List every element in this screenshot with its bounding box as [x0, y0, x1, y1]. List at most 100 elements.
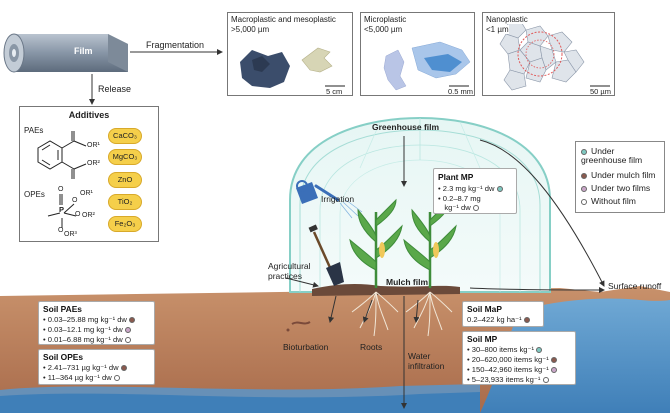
plant-mp-card: Plant MP • 2.3 mg kg⁻¹ dw • 0.2–8.7 mg k…	[433, 168, 517, 214]
plant-mp-row-1: • 2.3 mg kg⁻¹ dw	[438, 184, 507, 193]
pae-group-2: OR²	[87, 160, 100, 167]
legend-item-without-film: Without film	[581, 196, 636, 206]
ope-atom-o3: O	[58, 227, 64, 234]
soil-mp-row-3-text: • 150–42,960 items kg⁻¹	[467, 365, 549, 374]
release-label: Release	[98, 84, 132, 94]
soil-paes-row-2-dot	[124, 327, 131, 333]
soil-paes-card: Soil PAEs • 0.03–25.88 mg kg⁻¹ dw • 0.03…	[38, 301, 155, 345]
soil-mp-card: Soil MP • 30–800 items kg⁻¹ • 20–620,000…	[462, 331, 576, 385]
legend-item-greenhouse: Under greenhouse film	[581, 146, 643, 166]
microplastic-pieces	[383, 41, 471, 91]
bioturbation-label: Bioturbation	[283, 342, 329, 352]
agricultural-practices-label: Agricultural practices	[268, 261, 311, 281]
soil-mp-row-2-dot	[550, 357, 557, 363]
nanoplastic-title: Nanoplastic	[486, 15, 528, 25]
soil-mp-row-1: • 30–800 items kg⁻¹	[467, 345, 546, 354]
plant-mp-row-2-dot	[472, 205, 479, 211]
macroplastic-title: Macroplastic and mesoplastic	[231, 15, 336, 24]
compound-fe2o3: Fe₂O₃	[108, 216, 142, 232]
fragmentation-label: Fragmentation	[146, 40, 205, 50]
roots-graphic	[351, 291, 453, 337]
soil-map-title: Soil MaP	[467, 304, 502, 314]
soil-paes-row-3: • 0.01–6.88 mg kg⁻¹ dw	[43, 335, 135, 344]
soil-map-row-1-dot	[523, 317, 530, 323]
soil-paes-row-3-text: • 0.01–6.88 mg kg⁻¹ dw	[43, 335, 123, 344]
soil-opes-row-1-text: • 2.41–731 µg kg⁻¹ dw	[43, 363, 119, 372]
panel-nanoplastic	[482, 12, 615, 96]
compound-zno: ZnO	[108, 172, 142, 188]
plant-mp-title: Plant MP	[438, 172, 474, 182]
soil-paes-row-2: • 0.03–12.1 mg kg⁻¹ dw	[43, 325, 135, 334]
ope-atom-p: P	[59, 205, 65, 214]
plant-mp-row-1-text: • 2.3 mg kg⁻¹ dw	[438, 184, 495, 193]
soil-mp-title: Soil MP	[467, 334, 498, 344]
legend-item-mulch: Under mulch film	[581, 170, 656, 180]
microplastic-title: Microplastic	[364, 15, 407, 24]
legend-label-mulch: Under mulch film	[591, 170, 656, 180]
film-label: Film	[74, 46, 93, 56]
irrigation-label: Irrigation	[321, 194, 355, 204]
watering-can	[296, 180, 363, 219]
additives-panel	[19, 106, 159, 242]
soil-mp-row-3-dot	[550, 367, 557, 373]
ope-atom-o1: O	[72, 197, 78, 204]
soil-mp-row-1-text: • 30–800 items kg⁻¹	[467, 345, 535, 354]
legend-dot-mulch	[581, 172, 587, 179]
compound-caco3: CaCO₃	[108, 128, 142, 144]
soil-opes-title: Soil OPEs	[43, 352, 84, 362]
legend-box: Under greenhouse film Under mulch film U…	[575, 141, 665, 213]
soil-paes-row-1: • 0.03–25.88 mg kg⁻¹ dw	[43, 315, 139, 324]
nanoplastic-cells	[499, 19, 585, 91]
additives-title: Additives	[68, 110, 110, 120]
panel-microplastic	[360, 12, 475, 96]
soil-paes-row-2-text: • 0.03–12.1 mg kg⁻¹ dw	[43, 325, 123, 334]
legend-label-without-film: Without film	[591, 196, 636, 206]
legend-label-two-films: Under two films	[591, 183, 651, 193]
pae-structure	[37, 131, 87, 179]
nanoplastic-size: <1 µm	[486, 25, 509, 35]
shovel	[308, 224, 344, 286]
macroplastic-size: >5,000 µm	[231, 25, 270, 34]
panel-macroplastic	[227, 12, 353, 96]
microplastic-scale: 0.5 mm	[448, 87, 474, 96]
soil-mp-row-1-dot	[536, 347, 543, 353]
soil-mp-row-2: • 20–620,000 items kg⁻¹	[467, 355, 561, 364]
surface-runoff-label: Surface runoff	[608, 281, 662, 291]
soil-mp-row-2-text: • 20–620,000 items kg⁻¹	[467, 355, 549, 364]
ope-structure	[47, 194, 77, 228]
legend-dot-greenhouse	[581, 148, 587, 155]
roots-label: Roots	[360, 342, 383, 352]
legend-dot-two-films	[581, 185, 587, 192]
soil-paes-row-1-text: • 0.03–25.88 mg kg⁻¹ dw	[43, 315, 127, 324]
soil-paes-row-3-dot	[124, 337, 131, 343]
ope-atom-top: O	[58, 186, 64, 193]
water-infiltration-label: Water infiltration	[408, 351, 445, 371]
soil-mp-row-4-text: • 5–23,933 items kg⁻¹	[467, 375, 541, 384]
soil-opes-row-2-text: • 11–364 µg kg⁻¹ dw	[43, 373, 112, 382]
film-roll-graphic	[3, 33, 128, 73]
soil-opes-row-1-dot	[120, 365, 127, 371]
legend-item-two-films: Under two films	[581, 183, 651, 193]
ope-group-1: OR¹	[80, 190, 93, 197]
compound-mgco3: MgCO₃	[108, 149, 142, 165]
paes-label: PAEs	[24, 126, 44, 135]
pae-group-1: OR¹	[87, 142, 100, 149]
soil-opes-row-1: • 2.41–731 µg kg⁻¹ dw	[43, 363, 131, 372]
ope-group-3: OR³	[64, 231, 77, 238]
legend-dot-without-film	[581, 198, 587, 205]
plant-mp-row-2: • 0.2–8.7 mg kg⁻¹ dw	[438, 194, 483, 212]
soil-opes-card: Soil OPEs • 2.41–731 µg kg⁻¹ dw • 11–364…	[38, 349, 155, 385]
macroplastic-pieces	[240, 47, 333, 88]
soil-map-row-1-text: 0.2–422 kg ha⁻¹	[467, 315, 522, 324]
microplastic-size: <5,000 µm	[364, 25, 403, 34]
soil-opes-row-2: • 11–364 µg kg⁻¹ dw	[43, 373, 124, 382]
soil-paes-title: Soil PAEs	[43, 304, 82, 314]
corn-plant-1	[349, 198, 403, 288]
mulch-film-label: Mulch film	[386, 277, 429, 287]
legend-label-greenhouse: Under greenhouse film	[581, 146, 643, 166]
nanoplastic-scale: 50 µm	[590, 87, 611, 96]
soil-mp-row-3: • 150–42,960 items kg⁻¹	[467, 365, 561, 374]
soil-opes-row-2-dot	[113, 375, 120, 381]
ope-group-2: OR²	[82, 212, 95, 219]
